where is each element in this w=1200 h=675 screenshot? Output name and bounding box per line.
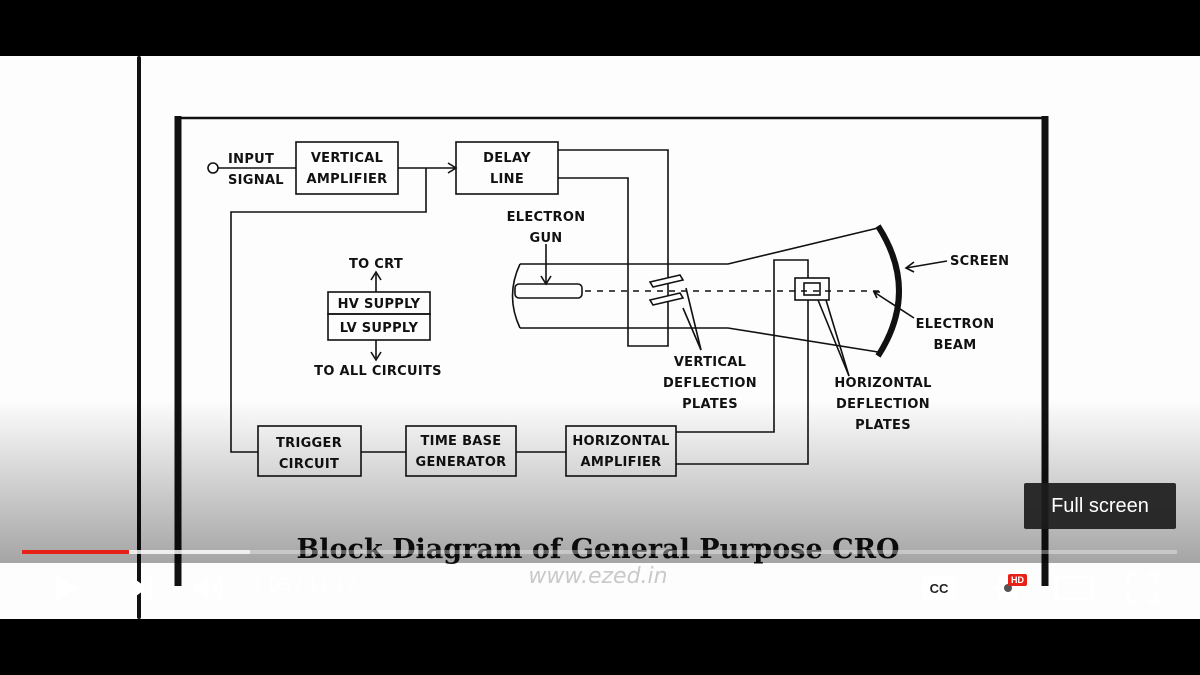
theater-mode-button[interactable] (1052, 568, 1096, 608)
letterbox-top (0, 0, 1200, 56)
to-all-circuits-label: TO ALL CIRCUITS (314, 364, 442, 379)
watermark-text: www.ezed.in (528, 564, 667, 589)
electron-beam-label-2: BEAM (934, 338, 977, 353)
horizontal-deflection-label-1: HORIZONTAL (834, 376, 931, 391)
time-display: 1:03 / 11:17 (252, 574, 357, 596)
skip-next-icon (132, 577, 152, 599)
vertical-amplifier-label-1: VERTICAL (311, 151, 383, 166)
fullscreen-icon (1126, 572, 1158, 604)
cc-label: CC (929, 580, 949, 596)
vertical-deflection-label-3: PLATES (682, 397, 738, 412)
play-icon (56, 575, 78, 601)
vertical-deflection-label-2: DEFLECTION (663, 376, 757, 391)
fullscreen-tooltip: Full screen (1024, 483, 1176, 529)
captions-button[interactable]: CC (918, 568, 960, 608)
to-crt-label: TO CRT (349, 257, 403, 272)
trigger-circuit-label-2: CIRCUIT (279, 457, 339, 472)
electron-gun-label-1: ELECTRON (507, 210, 586, 225)
horizontal-amplifier-label-2: AMPLIFIER (581, 455, 662, 470)
electron-gun-label-2: GUN (529, 231, 562, 246)
diagram-caption: Block Diagram of General Purpose CRO (296, 534, 899, 565)
volume-button[interactable] (186, 568, 230, 608)
volume-icon (193, 575, 223, 601)
time-base-generator-label-1: TIME BASE (421, 434, 502, 449)
progress-bar[interactable] (22, 550, 1177, 554)
input-signal-label-2: SIGNAL (228, 173, 284, 188)
cro-block-diagram: INPUT SIGNAL VERTICAL AMPLIFIER DELAY LI… (174, 116, 1049, 589)
next-button[interactable] (124, 568, 160, 608)
delay-line-label-1: DELAY (483, 151, 531, 166)
vertical-deflection-label-1: VERTICAL (674, 355, 746, 370)
input-signal-label-1: INPUT (228, 152, 274, 167)
electron-beam-label-1: ELECTRON (916, 317, 995, 332)
delay-line-label-2: LINE (490, 172, 524, 187)
time-base-generator-label-2: GENERATOR (415, 455, 506, 470)
vertical-amplifier-label-2: AMPLIFIER (307, 172, 388, 187)
video-frame[interactable]: INPUT SIGNAL VERTICAL AMPLIFIER DELAY LI… (0, 56, 1200, 619)
horizontal-amplifier-label-1: HORIZONTAL (572, 434, 669, 449)
horizontal-deflection-label-3: PLATES (855, 418, 911, 433)
play-button[interactable] (48, 568, 84, 608)
cc-icon: CC (922, 576, 956, 600)
lv-supply-label: LV SUPPLY (340, 321, 419, 336)
fullscreen-button[interactable] (1120, 568, 1164, 608)
whiteboard-edge-line (137, 56, 141, 619)
hv-supply-label: HV SUPPLY (338, 297, 421, 312)
letterbox-bottom (0, 619, 1200, 675)
progress-buffered (22, 550, 250, 554)
progress-played (22, 550, 130, 554)
screen-label: SCREEN (950, 254, 1009, 269)
theater-mode-icon (1054, 575, 1094, 601)
hd-badge: HD (1008, 574, 1027, 586)
trigger-circuit-label-1: TRIGGER (276, 436, 342, 451)
horizontal-deflection-label-2: DEFLECTION (836, 397, 930, 412)
